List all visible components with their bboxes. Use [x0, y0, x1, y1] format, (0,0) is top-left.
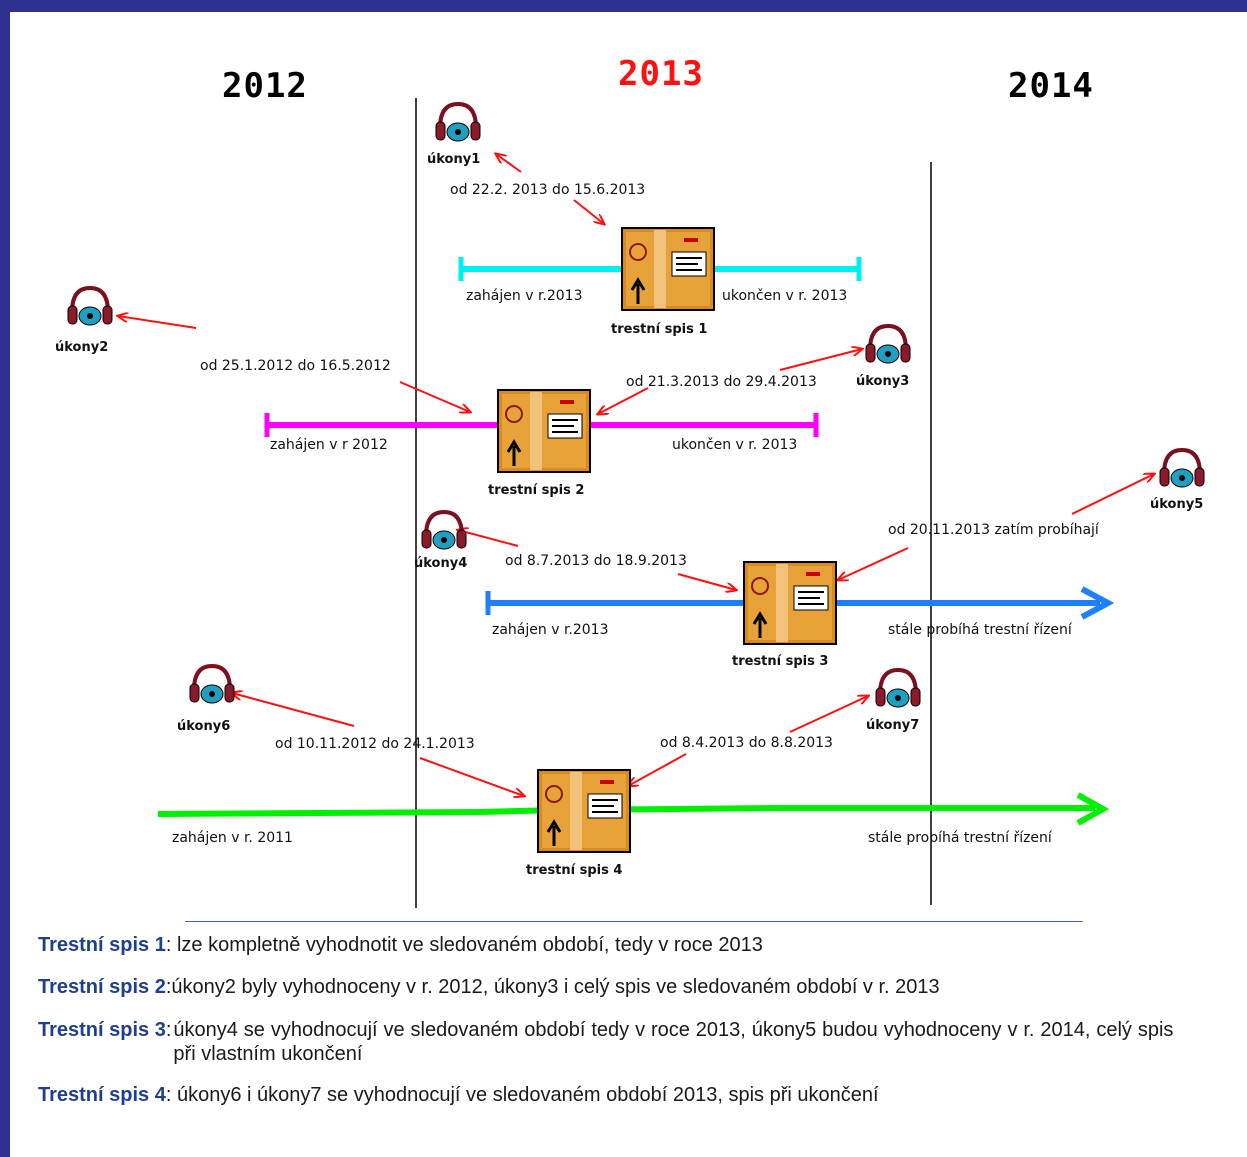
arrow-ukony7-left	[628, 753, 687, 786]
interval-ukony4: od 8.7.2013 do 18.9.2013	[505, 553, 687, 569]
spis4-label: trestní spis 4	[526, 863, 623, 878]
description-spis-2: Trestní spis 2:úkony2 byly vyhodnoceny v…	[38, 976, 940, 998]
spis4-start-label: zahájen v r. 2011	[172, 830, 293, 846]
spis3-end-label: stále probíhá trestní řízení	[888, 622, 1072, 638]
arrow-ukony1-up	[496, 154, 522, 173]
arrow-ukony6-left	[232, 693, 355, 727]
spis2-start-label: zahájen v r 2012	[270, 437, 388, 453]
interval-ukony6: od 10.11.2012 do 24.1.2013	[275, 736, 475, 752]
headphones-phone-icon	[66, 286, 114, 327]
package-box-icon	[536, 768, 632, 854]
spis4-end-label: stále probíhá trestní řízení	[868, 830, 1052, 846]
spis3-start-label: zahájen v r.2013	[492, 622, 609, 638]
year-2014: 2014	[1008, 66, 1094, 106]
headphones-phone-icon	[864, 324, 912, 365]
description-title: Trestní spis 3	[38, 1019, 166, 1041]
headphones-phone-icon	[1158, 448, 1206, 489]
separator-line	[185, 921, 1083, 922]
year-2013: 2013	[618, 54, 704, 94]
description-text: úkony2 byly vyhodnoceny v r. 2012, úkony…	[171, 976, 940, 998]
package-box-icon	[496, 388, 592, 474]
spis1-start-label: zahájen v r.2013	[466, 288, 583, 304]
ukony3-label: úkony3	[856, 374, 910, 389]
arrow-ukony3-right	[779, 349, 862, 371]
ukony7-label: úkony7	[866, 718, 920, 733]
arrow-ukony5-right	[1071, 474, 1154, 515]
package-box-icon	[742, 560, 838, 646]
headphones-phone-icon	[434, 102, 482, 143]
description-text: úkony4 se vyhodnocují ve sledovaném obdo…	[173, 1019, 1174, 1065]
spis1-label: trestní spis 1	[611, 322, 708, 337]
description-spis-4: Trestní spis 4: úkony6 i úkony7 se vyhod…	[38, 1084, 879, 1106]
arrow-ukony2-right	[399, 381, 470, 412]
description-spis-3: Trestní spis 3: úkony4 se vyhodnocují ve…	[38, 1019, 1174, 1065]
interval-ukony2: od 25.1.2012 do 16.5.2012	[200, 358, 391, 374]
arrow-ukony5-left	[838, 547, 909, 580]
spis2-label: trestní spis 2	[488, 483, 585, 498]
headphones-phone-icon	[420, 510, 468, 551]
year-2012: 2012	[222, 66, 308, 106]
description-text: lze kompletně vyhodnotit ve sledovaném o…	[171, 934, 763, 956]
description-title: Trestní spis 1	[38, 934, 166, 956]
spis3-label: trestní spis 3	[732, 654, 829, 669]
description-text: úkony6 i úkony7 se vyhodnocují ve sledov…	[171, 1084, 879, 1106]
arrow-ukony7-right	[789, 696, 868, 733]
interval-ukony5: od 20.11.2013 zatím probíhají	[888, 522, 1099, 538]
spis1-end-label: ukončen v r. 2013	[722, 288, 848, 304]
arrow-ukony1-down	[573, 199, 604, 224]
interval-ukony3: od 21.3.2013 do 29.4.2013	[626, 374, 817, 390]
interval-ukony7: od 8.4.2013 do 8.8.2013	[660, 735, 833, 751]
interval-ukony1: od 22.2. 2013 do 15.6.2013	[450, 182, 646, 198]
spis2-end-label: ukončen v r. 2013	[672, 437, 798, 453]
ukony6-label: úkony6	[177, 719, 231, 734]
arrow-ukony4-right	[677, 573, 736, 590]
ukony5-label: úkony5	[1150, 497, 1204, 512]
ukony2-label: úkony2	[55, 340, 109, 355]
description-title: Trestní spis 2	[38, 976, 166, 998]
headphones-phone-icon	[874, 668, 922, 709]
headphones-phone-icon	[188, 664, 236, 705]
arrow-ukony2-left	[118, 316, 197, 329]
arrow-ukony3-left	[598, 387, 649, 414]
description-spis-1: Trestní spis 1: lze kompletně vyhodnotit…	[38, 934, 763, 956]
ukony1-label: úkony1	[427, 152, 481, 167]
arrow-ukony6-right	[419, 757, 524, 796]
arrows	[118, 154, 1154, 796]
ukony4-label: úkony4	[414, 556, 468, 571]
arrow-ukony4-left	[458, 530, 519, 547]
package-box-icon	[620, 226, 716, 312]
description-title: Trestní spis 4	[38, 1084, 166, 1106]
